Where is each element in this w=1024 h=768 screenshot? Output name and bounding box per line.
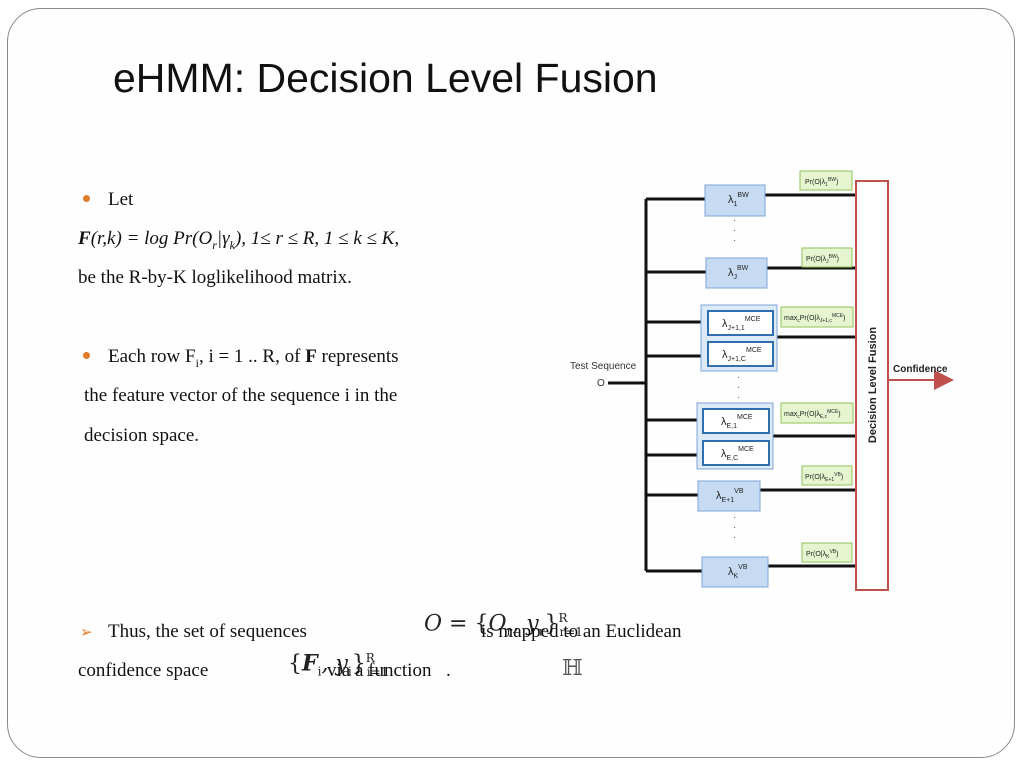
prob-label: maxcPr(O|λJ+1,cMCE)	[784, 313, 845, 324]
input-label: Test Sequence	[570, 361, 637, 372]
svg-text:·: ·	[737, 392, 740, 403]
svg-text:·: ·	[737, 372, 740, 383]
eq1-lim: r=1	[559, 624, 583, 639]
bullet1-label: Let	[108, 189, 134, 210]
eq1-O: O	[424, 611, 443, 637]
fusion-box	[855, 180, 889, 591]
prob-box-vb-e1	[801, 465, 853, 486]
formula-gamma: γ	[222, 228, 230, 249]
formula-sub-r: r	[212, 237, 217, 252]
eq1-inner: O	[488, 611, 507, 637]
input-symbol: O	[597, 378, 605, 389]
model-label: λKVB	[728, 564, 748, 580]
ellipsis-dots: · · · · · · · · ·	[733, 215, 740, 543]
eq1-close: }	[544, 611, 559, 637]
eq2-lim: i=1	[366, 664, 389, 679]
model-box-bw-1	[704, 184, 766, 217]
bullet3-line2c: .	[446, 660, 451, 681]
eq2-close: }	[351, 651, 366, 677]
eq2-open: {	[288, 651, 302, 677]
bullet3-line2b: via a function	[327, 660, 432, 681]
model-label: λE+1VB	[716, 488, 744, 504]
model-box-vb-e1	[697, 480, 761, 512]
arrow-bullet-icon: ➢	[80, 623, 93, 641]
prob-label: Pr(O|λKVB)	[806, 549, 838, 560]
prob-box-vb-k	[801, 542, 853, 563]
eq1-comma: , y	[512, 611, 539, 637]
prob-label: Pr(O|λE+1VB)	[805, 472, 843, 483]
bullet2-line2: the feature vector of the sequence i in …	[84, 385, 398, 406]
svg-text:·: ·	[733, 532, 736, 543]
formula-loglikelihood: F(r,k) = log Pr(Or|γk), 1≤ r ≤ R, 1 ≤ k …	[78, 229, 399, 251]
bullet2-pre: Each row F	[108, 346, 196, 367]
prob-box-bw-1	[799, 170, 853, 191]
svg-text:·: ·	[737, 382, 740, 393]
bullet2-line3: decision space.	[84, 425, 200, 446]
formula-bar: |	[216, 228, 223, 249]
formula-rest: (r,k) = log Pr(O	[90, 228, 213, 249]
bullet2-line1: Each row Fi, i = 1 .. R, of F represents	[108, 347, 399, 369]
model-box-vb-k	[701, 556, 769, 588]
formula-tail: ), 1≤ r ≤ R, 1 ≤ k ≤ K,	[234, 228, 400, 249]
model-label: λ1BW	[728, 192, 749, 208]
model-label: λJ+1,CMCE	[722, 347, 762, 363]
hilbert-space-symbol: ℍ	[562, 656, 583, 681]
bullet3-line1b: is mapped to an Euclidean	[481, 621, 682, 642]
svg-text:·: ·	[733, 225, 736, 236]
formula-sub-k: k	[229, 237, 235, 252]
model-box-bw-j	[705, 257, 768, 289]
model-box-mce-j1-c	[707, 341, 774, 367]
model-label: λE,1MCE	[721, 414, 753, 430]
model-box-mce-e-c	[702, 440, 770, 466]
svg-text:·: ·	[733, 512, 736, 523]
model-box-mce-j1-1	[707, 310, 774, 336]
eq2-F: F	[302, 650, 318, 677]
eq1-eq: = {	[442, 611, 489, 637]
model-label: λJ+1,1MCE	[722, 316, 761, 332]
prob-box-mce-1	[780, 306, 854, 328]
formula-F: F	[78, 228, 91, 249]
svg-text:·: ·	[733, 235, 736, 246]
slide-frame	[7, 8, 1015, 758]
bullet2-mid: , i = 1 .. R, of	[198, 346, 306, 367]
svg-text:·: ·	[733, 522, 736, 533]
bullet-dot	[83, 352, 90, 359]
model-label: λE,CMCE	[721, 446, 754, 462]
bullet2-post: represents	[316, 346, 399, 367]
model-box-mce-e-1	[702, 408, 770, 434]
fusion-label: Decision Level Fusion	[867, 327, 879, 443]
eq1-sub: r	[506, 624, 513, 639]
equation-confidence-set: {Fi, yi}Ri=1	[288, 652, 388, 678]
slide-title: eHMM: Decision Level Fusion	[113, 55, 658, 101]
branch-lines	[646, 193, 856, 573]
prob-box-bw-j	[801, 247, 853, 268]
eq1-sub2: r	[538, 624, 545, 639]
eq2-sub2: i	[347, 664, 352, 679]
model-label: λJBW	[728, 265, 749, 281]
bullet1-line2: be the R-by-K loglikelihood matrix.	[78, 267, 352, 288]
bullet2-bold-F: F	[305, 346, 317, 367]
eq1-sup: R	[558, 611, 568, 625]
eq2-sub: i	[317, 664, 322, 679]
equation-sequence-set: O = {Or, yr}Rr=1	[424, 612, 583, 638]
eq2-sup: R	[365, 651, 375, 665]
eq2-comma: , y	[321, 651, 348, 677]
svg-text:·: ·	[733, 215, 736, 226]
prob-label: Pr(O|λJBW)	[806, 254, 839, 265]
output-label: Confidence	[893, 364, 948, 375]
bullet-dot	[83, 195, 90, 202]
prob-label: maxcPr(O|λE,cMCE)	[784, 409, 841, 420]
prob-label: Pr(O|λ1BW)	[805, 177, 838, 188]
bullet3-line2a: confidence space	[78, 660, 209, 681]
bullet2-sub-i: i	[195, 355, 199, 370]
prob-box-mce-2	[780, 402, 854, 424]
bullet3-line1a: Thus, the set of sequences	[108, 621, 307, 642]
